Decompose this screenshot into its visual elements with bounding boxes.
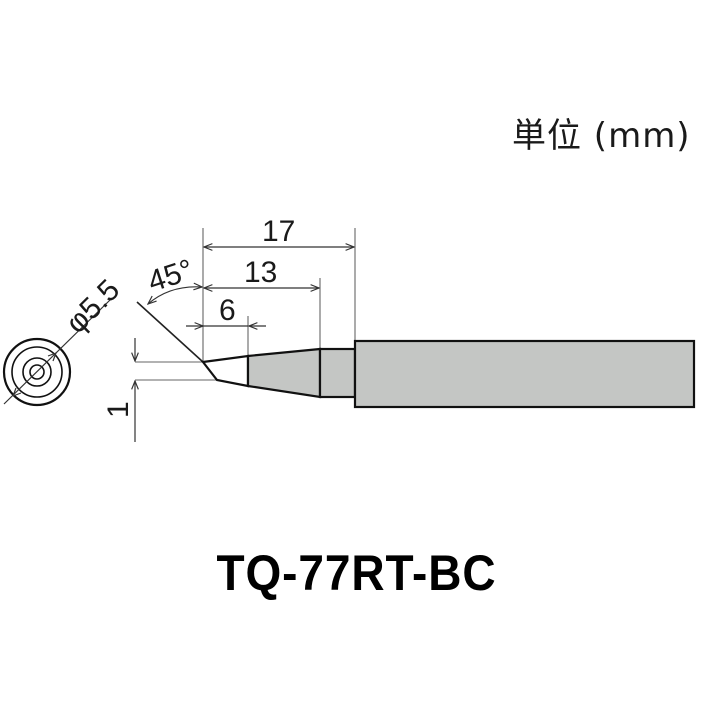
length-mid-dimension: 13 xyxy=(244,256,277,289)
model-name: TQ-77RT-BC xyxy=(216,545,497,601)
tip-height-dimension: 1 xyxy=(102,401,135,418)
end-view xyxy=(2,299,111,407)
angle-reference-line xyxy=(136,301,204,363)
tip-body xyxy=(200,339,696,409)
length-tip-dimension: 6 xyxy=(219,294,236,327)
dimension-lines xyxy=(135,247,354,442)
diameter-dimension: φ5.5 xyxy=(60,273,127,340)
length-total-dimension: 17 xyxy=(262,215,295,248)
unit-label: 単位 (mm) xyxy=(512,116,691,156)
angle-dimension: 45° xyxy=(144,253,197,298)
